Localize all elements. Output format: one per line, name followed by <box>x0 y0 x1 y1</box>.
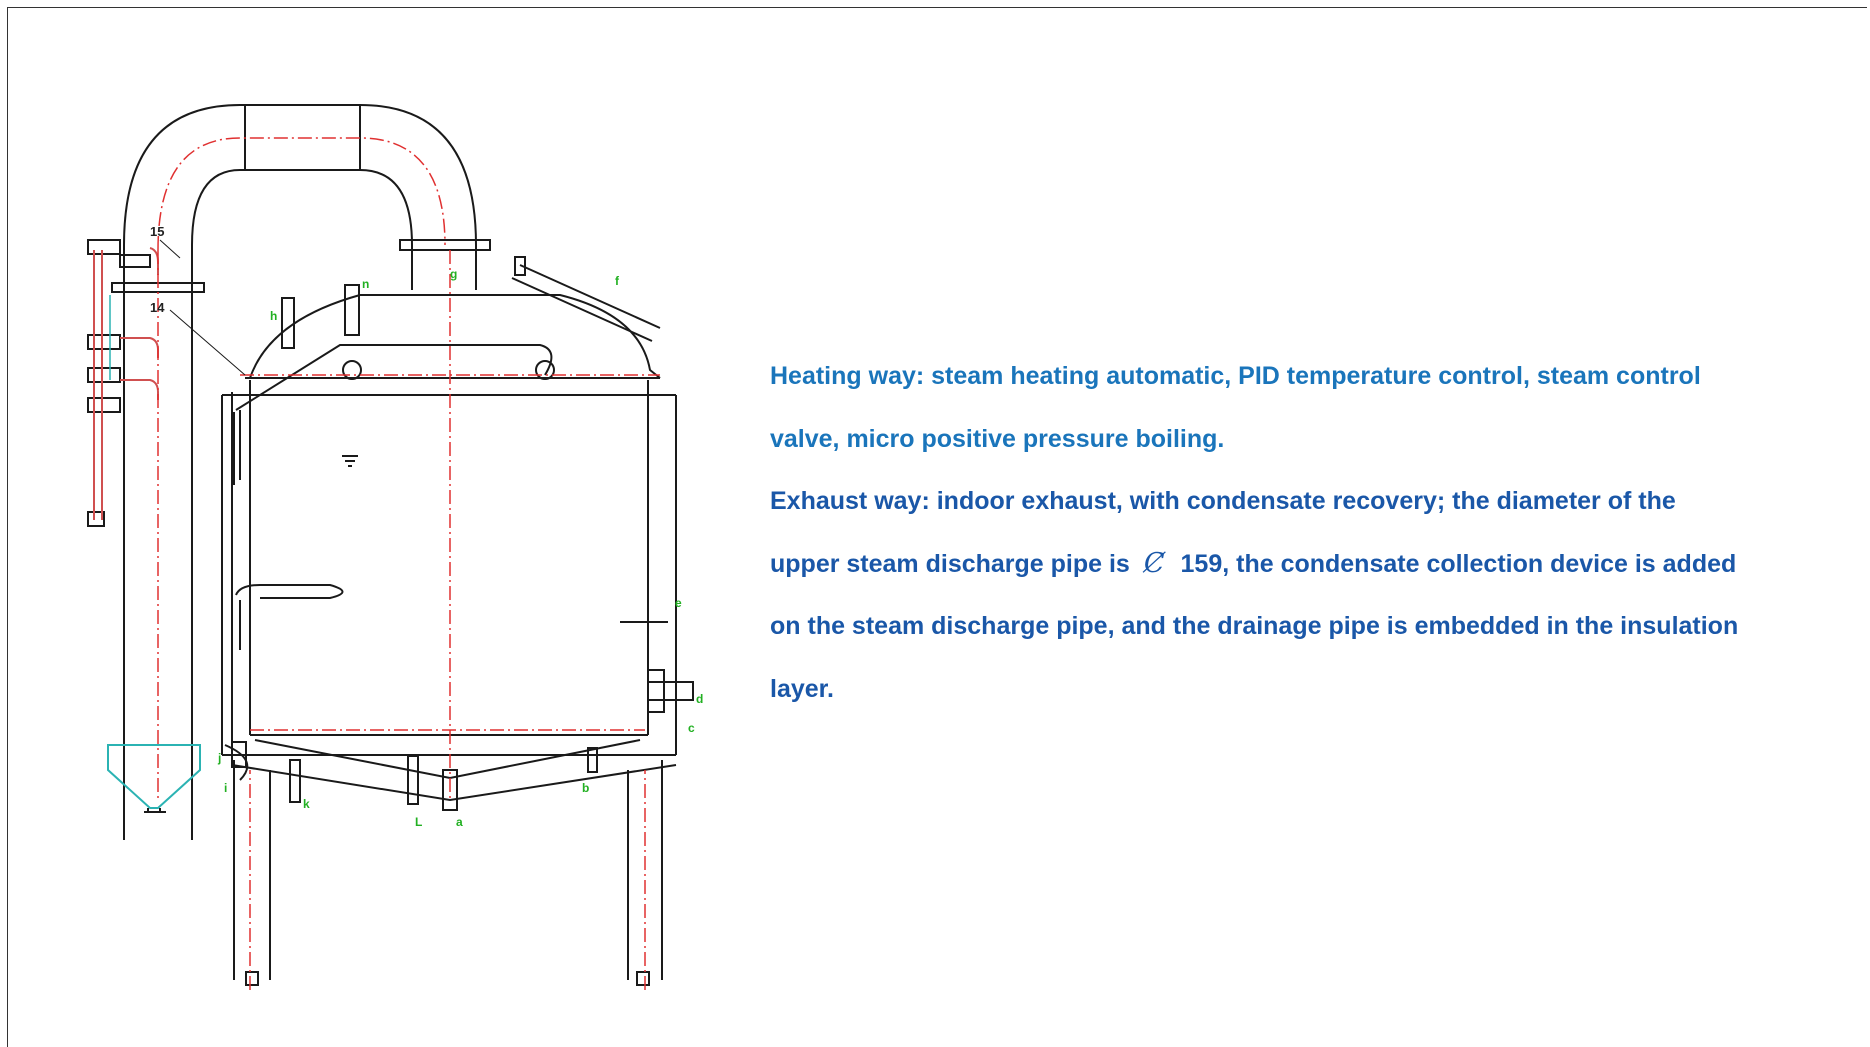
exhaust-line-1: Exhaust way: indoor exhaust, with conden… <box>770 487 1676 515</box>
diameter-symbol: Ȼ <box>1143 547 1165 579</box>
kettle-jacket <box>221 394 677 756</box>
specification-text: Heating way: steam heating automatic, PI… <box>770 345 1855 720</box>
label-a: a <box>456 815 463 829</box>
inner-vessel <box>249 380 649 736</box>
exhaust-line-4: layer. <box>770 674 834 703</box>
label-e: e <box>675 596 682 610</box>
label-f: f <box>615 274 620 288</box>
label-k: k <box>303 797 310 811</box>
label-h: h <box>270 309 277 323</box>
label-b: b <box>582 781 589 795</box>
label-l: L <box>415 815 422 829</box>
boiling-kettle-technical-drawing: f g n h e d c b a L k j i 15 14 <box>87 104 703 990</box>
conical-bottom <box>254 739 641 780</box>
exhaust-line-2-before: upper steam discharge pipe is <box>770 549 1130 578</box>
left-leg <box>233 760 271 980</box>
exhaust-line-2-after: 159, the condensate collection device is… <box>1180 549 1737 578</box>
manhole-f <box>511 264 661 342</box>
label-g: g <box>450 267 457 281</box>
exhaust-line-2: upper steam discharge pipe is Ȼ 159, the c… <box>770 533 1855 596</box>
heating-line-1: Heating way: steam heating automatic, PI… <box>770 362 1701 390</box>
right-leg <box>627 760 663 980</box>
label-i: i <box>224 781 227 795</box>
heating-line-2: valve, micro positive pressure boiling. <box>770 424 1225 453</box>
label-n: n <box>362 277 369 291</box>
arch-pipe <box>123 104 477 246</box>
label-c: c <box>688 721 695 735</box>
label-d: d <box>696 692 703 706</box>
callout-15: 15 <box>150 224 164 239</box>
exhaust-line-3: on the steam discharge pipe, and the dra… <box>770 612 1739 640</box>
exhaust-stack-pipe <box>123 245 193 840</box>
label-j: j <box>217 751 221 765</box>
condensate-cone <box>107 744 201 809</box>
page-frame <box>7 7 1867 1047</box>
kettle-dome <box>249 294 661 379</box>
callout-14: 14 <box>150 300 165 315</box>
